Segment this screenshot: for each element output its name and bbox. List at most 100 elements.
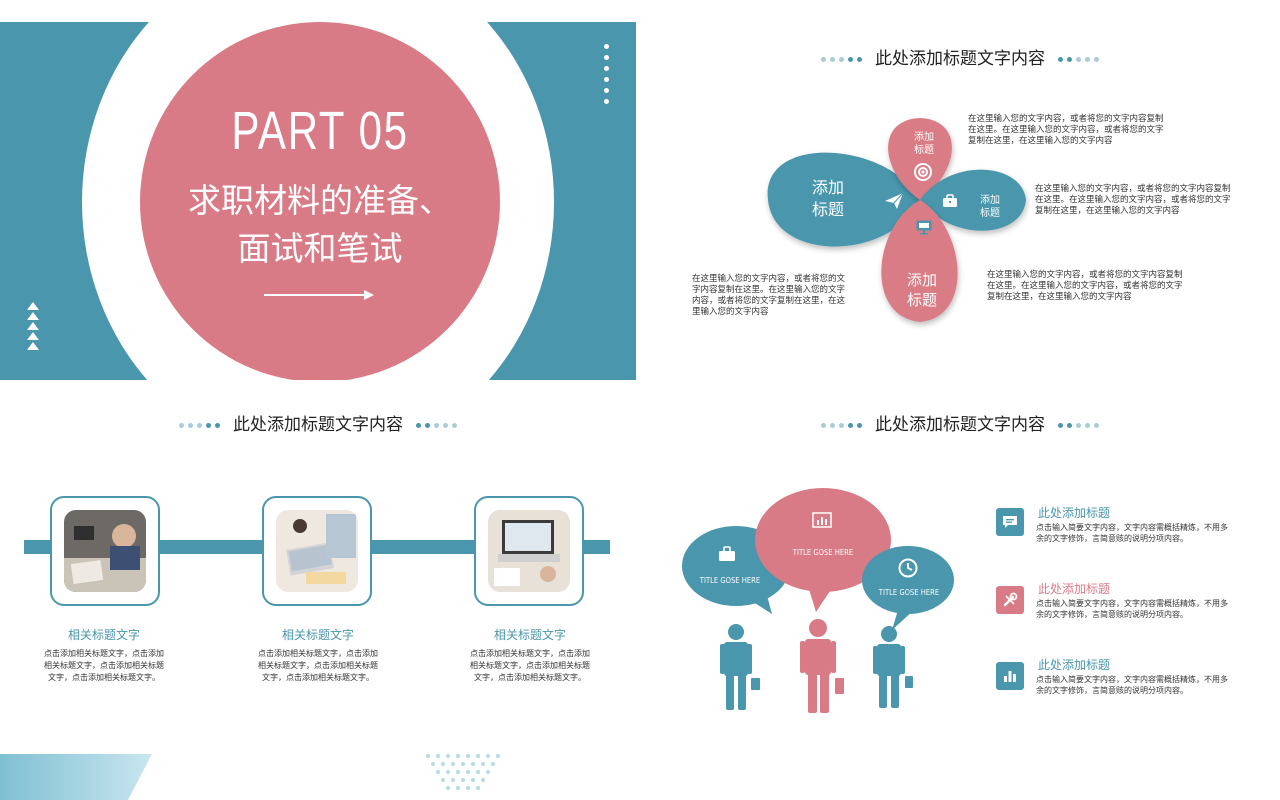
office-photo-2 bbox=[276, 510, 358, 592]
text-line: 字内容复制在这里。在这里输入您的文字 bbox=[692, 285, 846, 295]
target-icon bbox=[914, 163, 932, 181]
petal-text-left: 在这里输入您的文字内容，或者将您的文 字内容复制在这里。在这里输入您的文字 内容… bbox=[692, 274, 845, 318]
photo-card-1 bbox=[50, 496, 160, 606]
dot-pattern-decoration bbox=[426, 754, 500, 790]
petal-right-label: 添加 标题 bbox=[970, 194, 1010, 220]
triangles-decoration bbox=[27, 302, 39, 352]
photo-card-3 bbox=[474, 496, 584, 606]
timeline-heading-3: 相关标题文字 bbox=[493, 628, 566, 642]
part-number: PART 05 bbox=[231, 101, 409, 161]
desc-line: 相关标题文字，点击添加相关标题 bbox=[470, 661, 590, 670]
bar-chart-icon bbox=[812, 512, 832, 528]
text-line: 在这里输入您的文字内容，或者将您的文字内容复制 bbox=[987, 270, 1183, 280]
bar-chart-icon bbox=[996, 662, 1024, 690]
info-title-2: 此处添加标题 bbox=[1038, 582, 1111, 596]
slide-title-text: 此处添加标题文字内容 bbox=[233, 415, 403, 435]
info-title-1: 此处添加标题 bbox=[1038, 506, 1111, 520]
desc-line: 点击添加相关标题文字，点击添加 bbox=[470, 649, 590, 658]
text-line: 里输入您的文字内容 bbox=[692, 307, 769, 317]
petal-text-top: 在这里输入您的文字内容，或者将您的文字内容复制 在这里。在这里输入您的文字内容，… bbox=[968, 114, 1164, 147]
info-text-3: 点击输入简要文字内容，文字内容需概括精炼，不用多 余的文字修饰，言简意赅的说明分… bbox=[1036, 674, 1236, 696]
info-line: 余的文字修饰，言简意赅的说明分项内容。 bbox=[1036, 534, 1188, 543]
petal-top-label: 添加 标题 bbox=[904, 131, 944, 157]
info-line: 点击输入简要文字内容，文字内容需概括精炼，不用多 bbox=[1036, 523, 1228, 532]
info-text-2: 点击输入简要文字内容，文字内容需概括精炼，不用多 余的文字修饰，言简意赅的说明分… bbox=[1036, 598, 1236, 620]
title-dots-left bbox=[819, 47, 864, 67]
desc-line: 相关标题文字，点击添加相关标题 bbox=[44, 661, 164, 670]
photo-card-2 bbox=[262, 496, 372, 606]
title-dots-right bbox=[414, 413, 459, 433]
petal-right-label-line2: 标题 bbox=[980, 208, 1000, 219]
speech-bubbles-slide[interactable]: 此处添加标题文字内容 bbox=[640, 388, 1280, 800]
text-line: 在这里输入您的文字内容，或者将您的文字内容复制 bbox=[1035, 184, 1231, 194]
text-line: 复制在这里，在这里输入您的文字内容 bbox=[1035, 206, 1180, 216]
petal-top-label-line1: 添加 bbox=[914, 132, 934, 143]
timeline-desc-3: 点击添加相关标题文字，点击添加 相关标题文字，点击添加相关标题 文字，点击添加相… bbox=[450, 648, 610, 684]
desc-line: 相关标题文字，点击添加相关标题 bbox=[258, 661, 378, 670]
text-line: 在这里。在这里输入您的文字内容，或者将您的文字 bbox=[987, 281, 1183, 291]
paper-plane-icon bbox=[885, 192, 904, 209]
title-dots-left bbox=[177, 413, 222, 433]
text-line: 复制在这里，在这里输入您的文字内容 bbox=[987, 292, 1132, 302]
slide-title-text: 此处添加标题文字内容 bbox=[875, 415, 1045, 435]
timeline-slide[interactable]: 此处添加标题文字内容 相关标题文字 点击添加相关标题文字，点击添加 相关标题文字… bbox=[0, 388, 636, 800]
bubble-label-center: TITLE GOSE HERE bbox=[792, 548, 854, 557]
pink-circle bbox=[140, 22, 500, 380]
info-text-1: 点击输入简要文字内容，文字内容需概括精炼，不用多 余的文字修饰，言简意赅的说明分… bbox=[1036, 522, 1236, 544]
text-line: 在这里输入您的文字内容，或者将您的文 bbox=[692, 274, 846, 284]
petal-diagram bbox=[767, 118, 1026, 322]
petal-bottom-label: 添加 标题 bbox=[902, 270, 942, 310]
petal-right-label-line1: 添加 bbox=[980, 195, 1000, 206]
bubble-label-left: TITLE GOSE HERE bbox=[699, 576, 761, 585]
info-line: 点击输入简要文字内容，文字内容需概括精炼，不用多 bbox=[1036, 599, 1228, 608]
petal-diagram-slide[interactable]: 此处添加标题文字内容 添加 标题 添加 标题 添加 标题 添加 标题 bbox=[640, 22, 1280, 380]
petal-left-label: 添加 标题 bbox=[808, 177, 848, 221]
petal-left-label-line1: 添加 bbox=[811, 178, 844, 197]
tools-icon bbox=[996, 586, 1024, 614]
timeline-heading-2: 相关标题文字 bbox=[281, 628, 354, 642]
cover-slide[interactable]: PART 05 求职材料的准备、 面试和笔试 bbox=[0, 22, 636, 380]
desc-line: 文字，点击添加相关标题文字。 bbox=[262, 673, 374, 682]
vertical-dots-decoration bbox=[604, 44, 610, 110]
desc-line: 点击添加相关标题文字，点击添加 bbox=[258, 649, 378, 658]
text-line: 内容，或者将您的文字复制在这里，在这 bbox=[692, 296, 846, 306]
bubble-label-right: TITLE GOSE HERE bbox=[878, 588, 940, 597]
petal-top bbox=[888, 118, 952, 200]
title-dots-left bbox=[819, 413, 864, 433]
slide-title: 此处添加标题文字内容 bbox=[640, 410, 1280, 435]
info-line: 点击输入简要文字内容，文字内容需概括精炼，不用多 bbox=[1036, 675, 1228, 684]
clock-icon bbox=[898, 558, 918, 578]
text-line: 在这里输入您的文字内容，或者将您的文字内容复制 bbox=[968, 114, 1164, 124]
arrow-right-icon bbox=[264, 290, 374, 300]
cover-subtitle-line2: 面试和笔试 bbox=[237, 229, 403, 268]
petal-left bbox=[767, 152, 920, 247]
timeline-heading-1: 相关标题文字 bbox=[67, 628, 140, 642]
info-line: 余的文字修饰，言简意赅的说明分项内容。 bbox=[1036, 686, 1188, 695]
text-line: 在这里。在这里输入您的文字内容，或者将您的文字 bbox=[1035, 195, 1231, 205]
petal-top-label-line2: 标题 bbox=[914, 145, 934, 156]
petal-left-label-line2: 标题 bbox=[811, 200, 844, 219]
petal-bottom bbox=[881, 200, 958, 322]
monitor-icon bbox=[916, 220, 932, 235]
timeline-desc-2: 点击添加相关标题文字，点击添加 相关标题文字，点击添加相关标题 文字，点击添加相… bbox=[238, 648, 398, 684]
briefcase-icon bbox=[943, 194, 957, 207]
office-photo-1 bbox=[64, 510, 146, 592]
timeline-desc-1: 点击添加相关标题文字，点击添加 相关标题文字，点击添加相关标题 文字，点击添加相… bbox=[24, 648, 184, 684]
petal-bottom-label-line2: 标题 bbox=[906, 291, 937, 309]
cover-subtitle-line1: 求职材料的准备、 bbox=[188, 181, 452, 220]
bubbles-illustration bbox=[682, 488, 954, 713]
gradient-decoration bbox=[0, 754, 152, 800]
petal-bottom-label-line1: 添加 bbox=[906, 271, 937, 289]
text-line: 在这里。在这里输入您的文字内容，或者将您的文字 bbox=[968, 125, 1164, 135]
desc-line: 文字，点击添加相关标题文字。 bbox=[48, 673, 160, 682]
message-icon bbox=[996, 508, 1024, 536]
desc-line: 点击添加相关标题文字，点击添加 bbox=[44, 649, 164, 658]
slide-title-text: 此处添加标题文字内容 bbox=[875, 49, 1045, 69]
petal-text-right: 在这里输入您的文字内容，或者将您的文字内容复制 在这里。在这里输入您的文字内容，… bbox=[1035, 184, 1231, 217]
petal-text-bottom: 在这里输入您的文字内容，或者将您的文字内容复制 在这里。在这里输入您的文字内容，… bbox=[987, 270, 1183, 303]
office-photo-3 bbox=[488, 510, 570, 592]
slide-title: 此处添加标题文字内容 bbox=[640, 44, 1280, 69]
desc-line: 文字，点击添加相关标题文字。 bbox=[474, 673, 586, 682]
info-title-3: 此处添加标题 bbox=[1038, 658, 1111, 672]
slide-title: 此处添加标题文字内容 bbox=[0, 410, 636, 435]
